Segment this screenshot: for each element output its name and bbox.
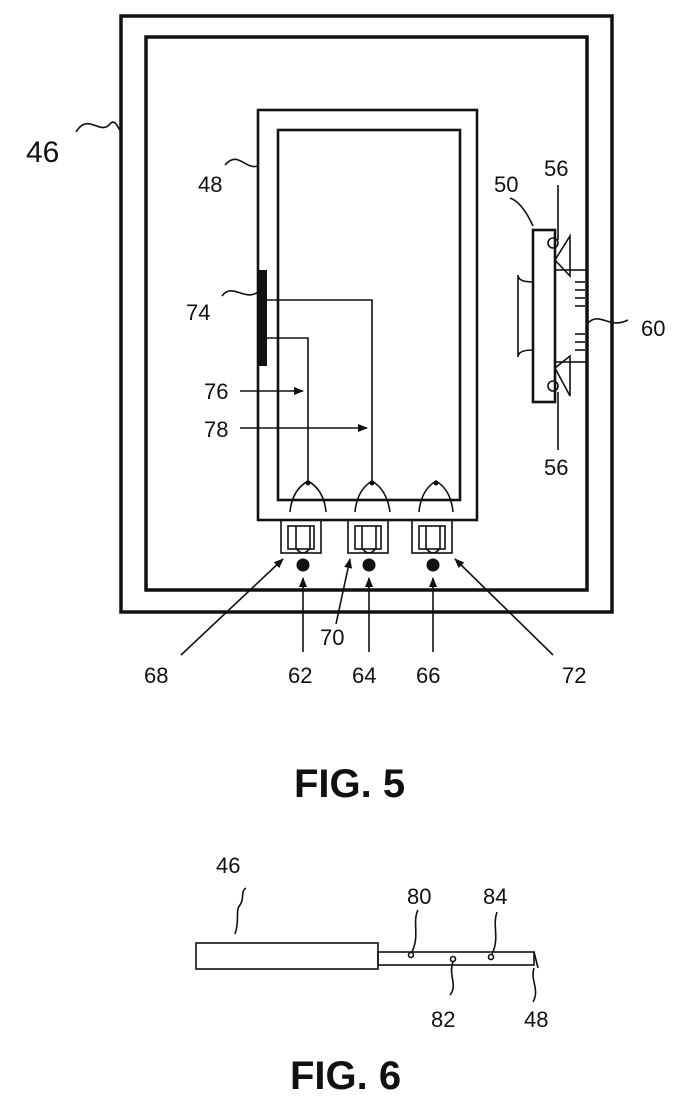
fig6-caption: FIG. 6: [290, 1054, 401, 1098]
ref-48: 48: [198, 172, 222, 197]
ref-66: 66: [416, 663, 440, 688]
fig5-caption: FIG. 5: [294, 762, 405, 806]
ref-64: 64: [352, 663, 376, 688]
leader-46: [76, 122, 121, 132]
connector-66: [412, 481, 453, 572]
hole-84: [489, 955, 494, 960]
ref-84: 84: [483, 884, 507, 909]
leader-68: [181, 559, 283, 655]
ref-74: 74: [186, 300, 210, 325]
trace-76: [265, 338, 308, 483]
contact-strip-74: [259, 270, 267, 366]
leader-50: [510, 198, 533, 226]
ref-50: 50: [494, 172, 518, 197]
leader-74: [222, 291, 258, 296]
ref-48-fig6: 48: [524, 1007, 548, 1032]
ref-62: 62: [288, 663, 312, 688]
fig5-drawing: 46 48 50 56 56 60 74 76 78 68 62 70 64 6…: [26, 16, 665, 806]
outer-housing-inner-border: [146, 37, 587, 590]
board-48-inner-border: [278, 130, 460, 500]
ref-80: 80: [407, 884, 431, 909]
housing-46-side: [196, 943, 378, 969]
leader-82: [450, 962, 453, 995]
leader-48-fig6: [533, 968, 536, 1002]
hole-82: [451, 957, 456, 962]
board-48: [258, 110, 477, 520]
ref-46: 46: [26, 136, 59, 169]
ref-68: 68: [144, 663, 168, 688]
ref-70: 70: [320, 625, 344, 650]
ref-78: 78: [204, 417, 228, 442]
ref-72: 72: [562, 663, 586, 688]
clip-assembly-50: [518, 185, 587, 450]
ref-56-bottom: 56: [544, 455, 568, 480]
hole-80: [409, 953, 414, 958]
ref-82: 82: [431, 1007, 455, 1032]
ref-60: 60: [641, 316, 665, 341]
ref-76: 76: [204, 379, 228, 404]
leader-46-fig6: [235, 888, 246, 934]
connector-62: [281, 481, 326, 572]
ref-46-fig6: 46: [216, 853, 240, 878]
leader-72: [455, 559, 553, 655]
fig6-drawing: 46 80 84 82 48 FIG. 6: [196, 853, 548, 1098]
leader-84: [492, 912, 497, 954]
leader-48: [225, 159, 258, 166]
leader-60: [587, 319, 628, 324]
ref-56-top: 56: [544, 156, 568, 181]
connector-64: [348, 481, 390, 572]
leader-80: [412, 910, 418, 952]
